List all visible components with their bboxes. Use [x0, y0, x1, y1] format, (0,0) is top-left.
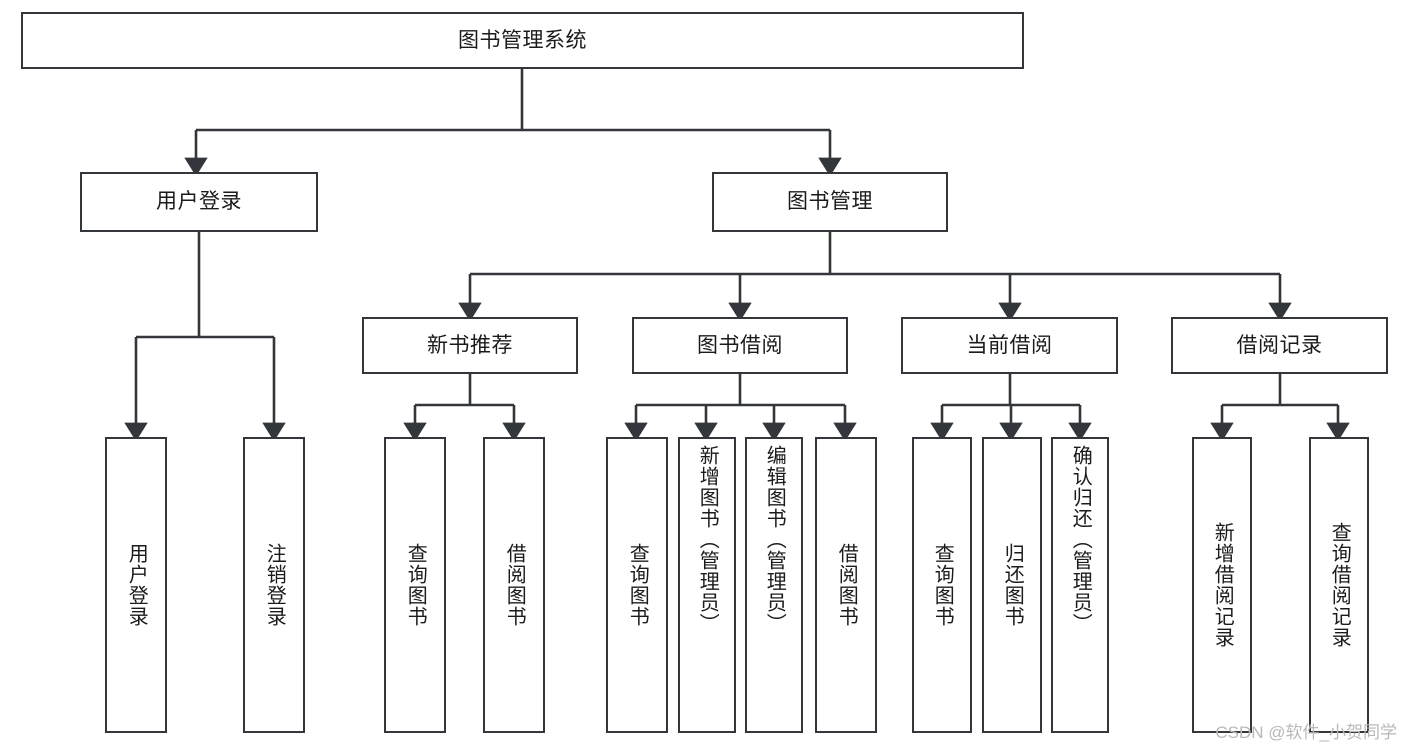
leaf-borrow-book-borrow[interactable]: 借阅图书: [815, 437, 877, 733]
node-label: 借阅图书: [835, 543, 858, 627]
node-label: 用户登录: [156, 190, 242, 214]
node-label: 当前借阅: [966, 333, 1053, 357]
leaf-edit-book-admin[interactable]: 编辑图书（管理员）: [745, 437, 803, 733]
node-root-book-management-system[interactable]: 图书管理系统: [21, 12, 1024, 69]
node-label: 新增图书（管理员）: [696, 445, 719, 634]
node-label: 图书借阅: [697, 333, 783, 357]
node-label: 查询借阅记录: [1328, 522, 1351, 648]
node-label: 编辑图书（管理员）: [763, 445, 786, 634]
node-label: 查询图书: [404, 543, 427, 627]
leaf-user-login[interactable]: 用户登录: [105, 437, 167, 733]
node-label: 归还图书: [1001, 543, 1024, 627]
leaf-query-book-current[interactable]: 查询图书: [912, 437, 972, 733]
node-label: 查询图书: [931, 543, 954, 627]
leaf-user-logout[interactable]: 注销登录: [243, 437, 305, 733]
node-label: 确认归还（管理员）: [1069, 445, 1092, 634]
node-user-login[interactable]: 用户登录: [80, 172, 318, 232]
node-new-book-recommend[interactable]: 新书推荐: [362, 317, 578, 374]
node-label: 图书管理系统: [458, 28, 587, 52]
node-current-borrow[interactable]: 当前借阅: [901, 317, 1118, 374]
node-label: 借阅记录: [1236, 333, 1323, 357]
node-label: 注销登录: [263, 543, 286, 627]
node-label: 用户登录: [125, 543, 148, 627]
node-label: 新书推荐: [427, 333, 513, 357]
node-book-manage[interactable]: 图书管理: [712, 172, 948, 232]
leaf-add-borrow-record[interactable]: 新增借阅记录: [1192, 437, 1252, 733]
node-borrow-record[interactable]: 借阅记录: [1171, 317, 1388, 374]
leaf-query-book-borrow[interactable]: 查询图书: [606, 437, 668, 733]
leaf-add-book-admin[interactable]: 新增图书（管理员）: [678, 437, 736, 733]
leaf-query-book-recommend[interactable]: 查询图书: [384, 437, 446, 733]
node-book-borrow[interactable]: 图书借阅: [632, 317, 848, 374]
node-label: 图书管理: [787, 190, 873, 214]
node-label: 查询图书: [626, 543, 649, 627]
node-label: 新增借阅记录: [1211, 522, 1234, 648]
leaf-borrow-book-recommend[interactable]: 借阅图书: [483, 437, 545, 733]
node-label: 借阅图书: [503, 543, 526, 627]
leaf-query-borrow-record[interactable]: 查询借阅记录: [1309, 437, 1369, 733]
leaf-return-book[interactable]: 归还图书: [982, 437, 1042, 733]
leaf-confirm-return-admin[interactable]: 确认归还（管理员）: [1051, 437, 1109, 733]
